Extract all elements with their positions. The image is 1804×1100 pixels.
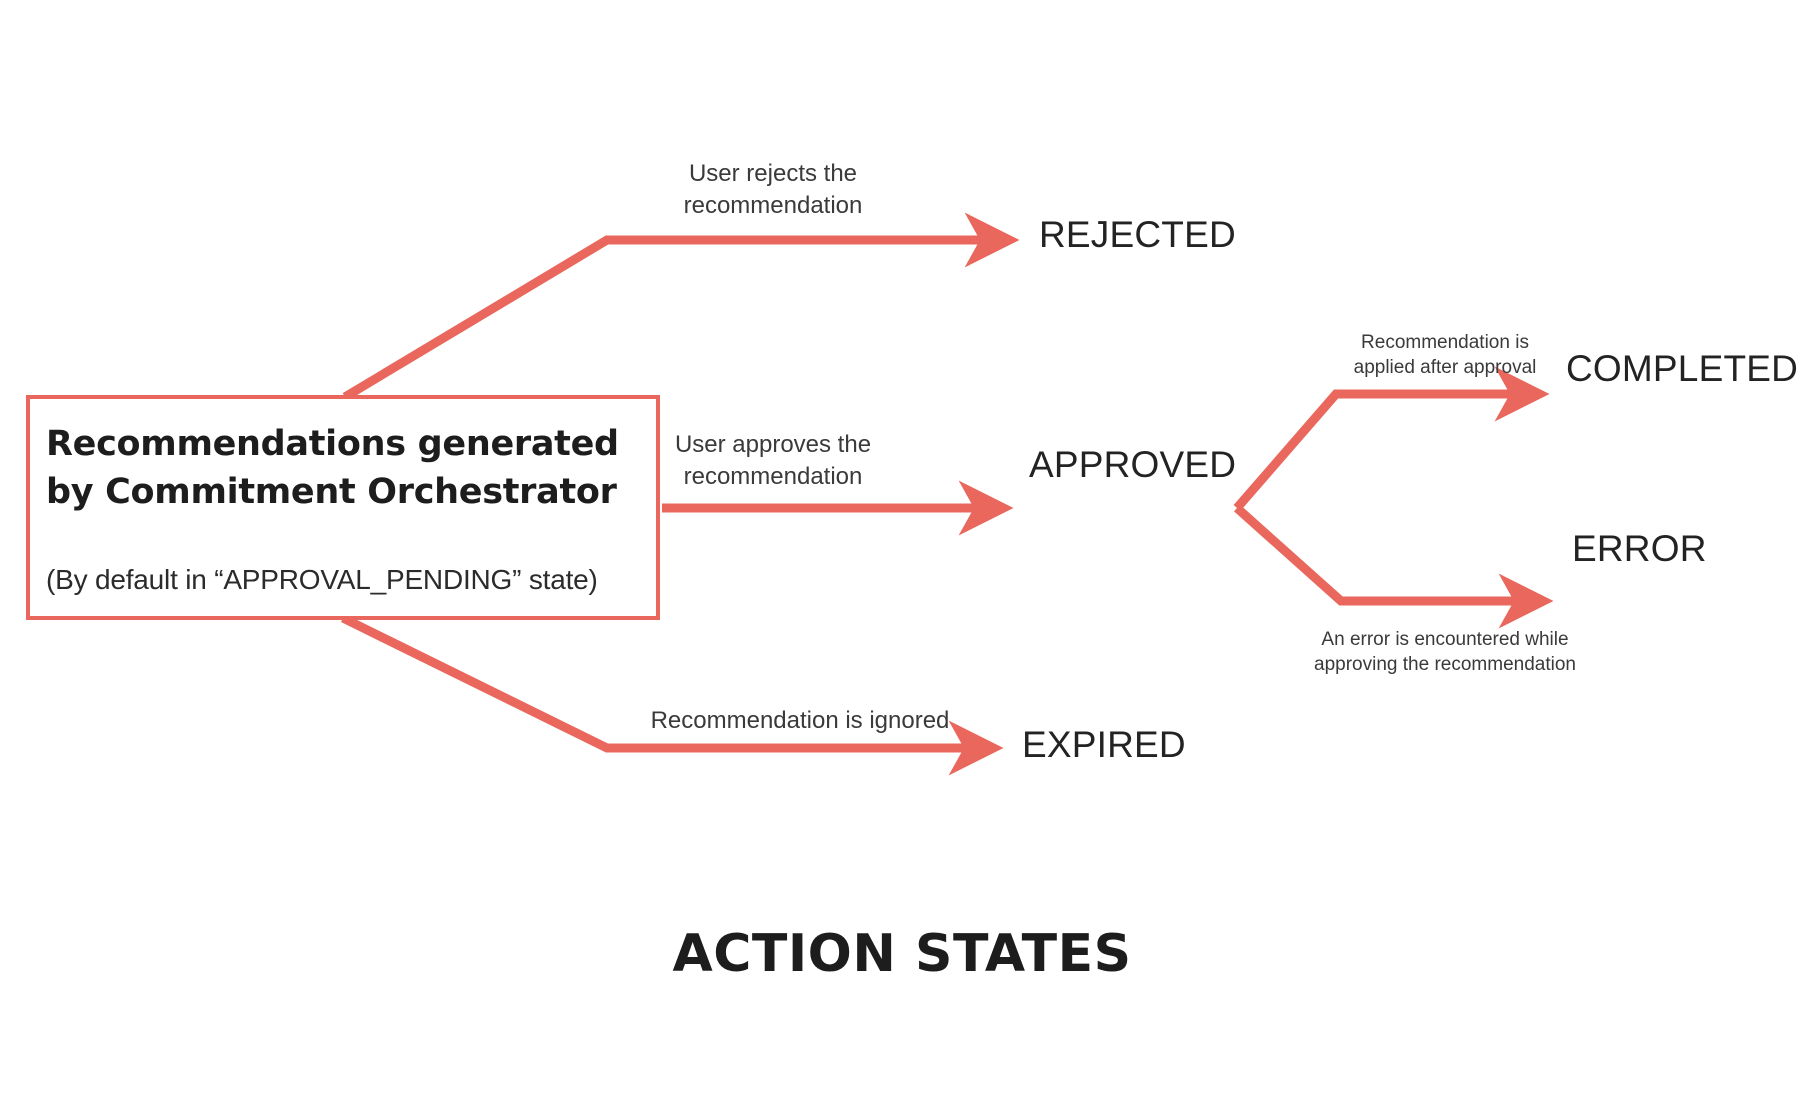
edge-caption-to-rejected: User rejects the recommendation — [683, 160, 863, 219]
edge-caption-to-completed: Recommendation is applied after approval — [1353, 332, 1537, 379]
edge-to-rejected — [342, 212, 1020, 401]
edge-caption-to-error: An error is encountered while approving … — [1314, 629, 1576, 676]
edge-caption-to-expired: Recommendation is ignored — [650, 707, 950, 734]
diagram-title: ACTION STATES — [672, 924, 1132, 984]
source-box: Recommendations generated by Commitment … — [26, 395, 660, 620]
state-label-error: ERROR — [1572, 528, 1707, 569]
state-label-expired: EXPIRED — [1022, 724, 1186, 765]
edge-to-error — [1234, 504, 1554, 629]
edge-to-completed — [1233, 366, 1550, 511]
state-label-completed: COMPLETED — [1566, 348, 1799, 389]
state-label-rejected: REJECTED — [1039, 214, 1236, 255]
state-label-approved: APPROVED — [1029, 444, 1237, 485]
source-box-subtitle: (By default in “APPROVAL_PENDING” state) — [46, 564, 598, 595]
source-box-title: Recommendations generated by Commitment … — [46, 424, 619, 512]
edge-caption-to-approved: User approves the recommendation — [674, 431, 872, 490]
